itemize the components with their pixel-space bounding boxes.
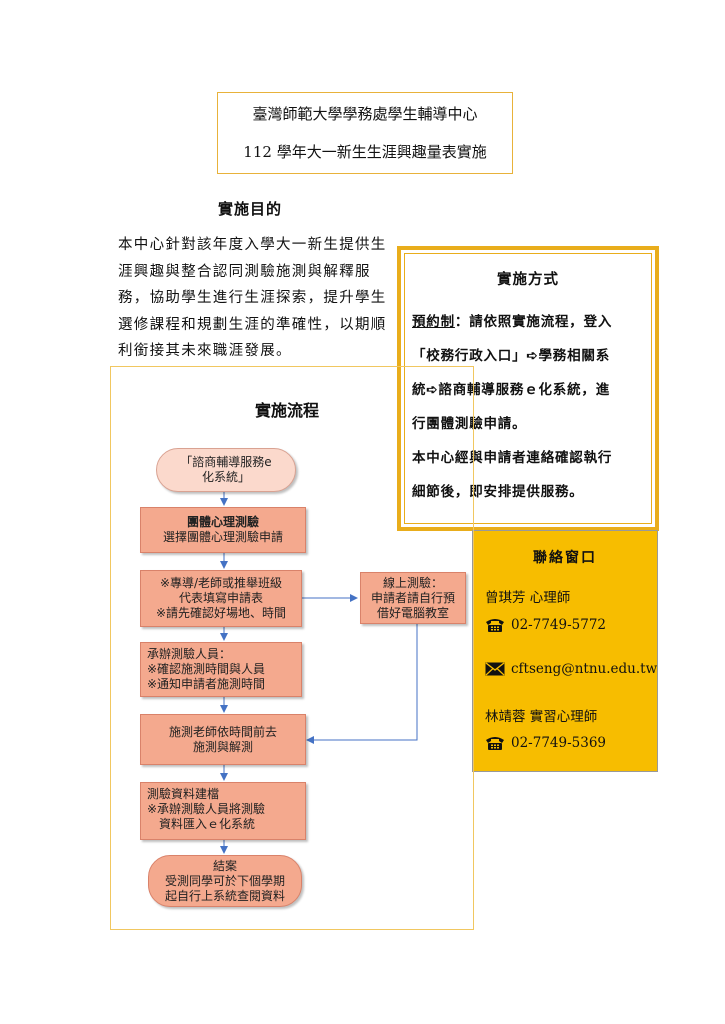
- method-line: 「校務行政入口」➪學務相關系: [412, 348, 611, 364]
- method-line: 本中心經與申請者連絡確認執行: [412, 450, 613, 466]
- flow-step-data-entry: 測驗資料建檔 ※承辦測驗人員將測驗 資料匯入ｅ化系統: [140, 782, 306, 840]
- method-line-1-rest: ：請依照實施流程，登入: [454, 314, 613, 330]
- flow-end-line: 結案: [212, 858, 237, 873]
- flow-end-node: 結案 受測同學可於下個學期 起自行上系統查閱資料: [148, 855, 302, 907]
- method-body: 預約制：請依照實施流程，登入 「校務行政入口」➪學務相關系 統➪諮商輔導服務ｅ化…: [412, 305, 644, 509]
- title-line-2: 112 學年大一新生生涯興趣量表實施: [243, 143, 487, 161]
- flow-online-line: 申請者請自行預: [370, 590, 455, 605]
- method-inner-border: [404, 253, 652, 524]
- flow-end-line: 起自行上系統查閱資料: [164, 888, 285, 903]
- method-line: 預約制：請依照實施流程，登入: [412, 305, 644, 339]
- purpose-line: 選修課程和規劃生涯的準確性，以期順: [118, 316, 387, 333]
- flow-step-conduct-test: 施測老師依時間前去 施測與解測: [140, 714, 306, 765]
- contact-phone-1: 02-7749-5772: [485, 617, 606, 633]
- title-line-1: 臺灣師範大學學務處學生輔導中心: [252, 105, 478, 123]
- contact-person-2: 林靖蓉 實習心理師: [485, 705, 597, 725]
- flow-step-staff-confirm: 承辦測驗人員： ※確認施測時間與人員 ※通知申請者施測時間: [140, 642, 302, 697]
- flow-step2-line: 代表填寫申請表: [178, 591, 263, 605]
- contact-heading: 聯絡窗口: [533, 550, 597, 566]
- title-box: 臺灣師範大學學務處學生輔導中心 112 學年大一新生生涯興趣量表實施: [217, 92, 513, 174]
- purpose-line: 涯興趣與整合認同測驗施測與解釋服: [118, 263, 371, 280]
- contact-person-1: 曾琪芳 心理師: [485, 586, 570, 606]
- arrow-online-step4: [306, 624, 418, 744]
- flow-title: 實施流程: [255, 401, 320, 420]
- contact-phone-2: 02-7749-5369: [485, 735, 606, 751]
- flow-end-line: 受測同學可於下個學期: [164, 873, 285, 888]
- envelope-icon: [485, 662, 505, 676]
- flow-online-test: 線上測驗： 申請者請自行預 借好電腦教室: [360, 572, 466, 624]
- contact-person-2-name: 林靖蓉 實習心理師: [485, 709, 598, 725]
- method-line: 細節後，即安排提供服務。: [412, 484, 584, 500]
- method-heading: 實施方式: [497, 271, 559, 288]
- phone-icon: [486, 737, 504, 750]
- flow-online-line: 借好電腦教室: [376, 605, 449, 620]
- contact-person-1-name: 曾琪芳 心理師: [485, 590, 571, 606]
- purpose-line: 利銜接其未來職涯發展。: [118, 343, 292, 359]
- flow-start-line: 化系統」: [201, 470, 250, 484]
- flow-step5-line: ※承辦測驗人員將測驗: [147, 802, 266, 816]
- flow-step3-line: 承辦測驗人員：: [147, 647, 232, 661]
- flow-step2-line: ※請先確認好場地、時間: [155, 606, 287, 620]
- contact-phone-1-number[interactable]: 02-7749-5772: [511, 617, 607, 633]
- purpose-body: 本中心針對該年度入學大一新生提供生 涯興趣與整合認同測驗施測與解釋服 務，協助學…: [118, 232, 393, 365]
- purpose-line: 本中心針對該年度入學大一新生提供生: [118, 237, 387, 253]
- purpose-heading: 實施目的: [218, 200, 283, 218]
- flow-online-line: 線上測驗：: [382, 575, 443, 590]
- method-box: 實施方式 預約制：請依照實施流程，登入 「校務行政入口」➪學務相關系 統➪諮商輔…: [397, 246, 659, 531]
- contact-phone-2-number[interactable]: 02-7749-5369: [511, 735, 607, 751]
- flow-step3-line: ※通知申請者施測時間: [147, 677, 266, 691]
- contact-email: cftseng@ntnu.edu.tw: [485, 661, 657, 677]
- flow-step4-line: 施測老師依時間前去: [168, 724, 277, 739]
- flow-step5-line: 資料匯入ｅ化系統: [159, 817, 256, 831]
- flow-step1-title: 團體心理測驗: [186, 515, 259, 529]
- method-underlined: 預約制: [412, 314, 455, 330]
- contact-email-address[interactable]: cftseng@ntnu.edu.tw: [511, 661, 658, 677]
- flow-step3-line: ※確認施測時間與人員: [147, 662, 266, 676]
- contact-box: 聯絡窗口 曾琪芳 心理師 02-7749-5772 cftseng@ntnu.e…: [472, 530, 658, 772]
- method-line: 統➪諮商輔導服務ｅ化系統，進: [412, 382, 611, 398]
- flow-frame: [110, 366, 474, 930]
- flow-step-group-test: 團體心理測驗 選擇團體心理測驗申請: [140, 507, 306, 553]
- flow-start-node: 「諮商輔導服務e 化系統」: [156, 448, 296, 492]
- flow-step4-line: 施測與解測: [192, 739, 253, 754]
- flow-start-line: 「諮商輔導服務e: [180, 455, 272, 469]
- flow-step5-line: 測驗資料建檔: [147, 787, 220, 801]
- flow-step-application: ※專導/老師或推舉班級 代表填寫申請表 ※請先確認好場地、時間: [140, 570, 302, 627]
- phone-icon: [486, 619, 504, 632]
- flow-step1-desc: 選擇團體心理測驗申請: [162, 530, 283, 544]
- method-line: 行團體測驗申請。: [412, 416, 527, 432]
- flow-step2-line: ※專導/老師或推舉班級: [159, 576, 283, 590]
- purpose-line: 務，協助學生進行生涯探索，提升學生: [118, 290, 387, 306]
